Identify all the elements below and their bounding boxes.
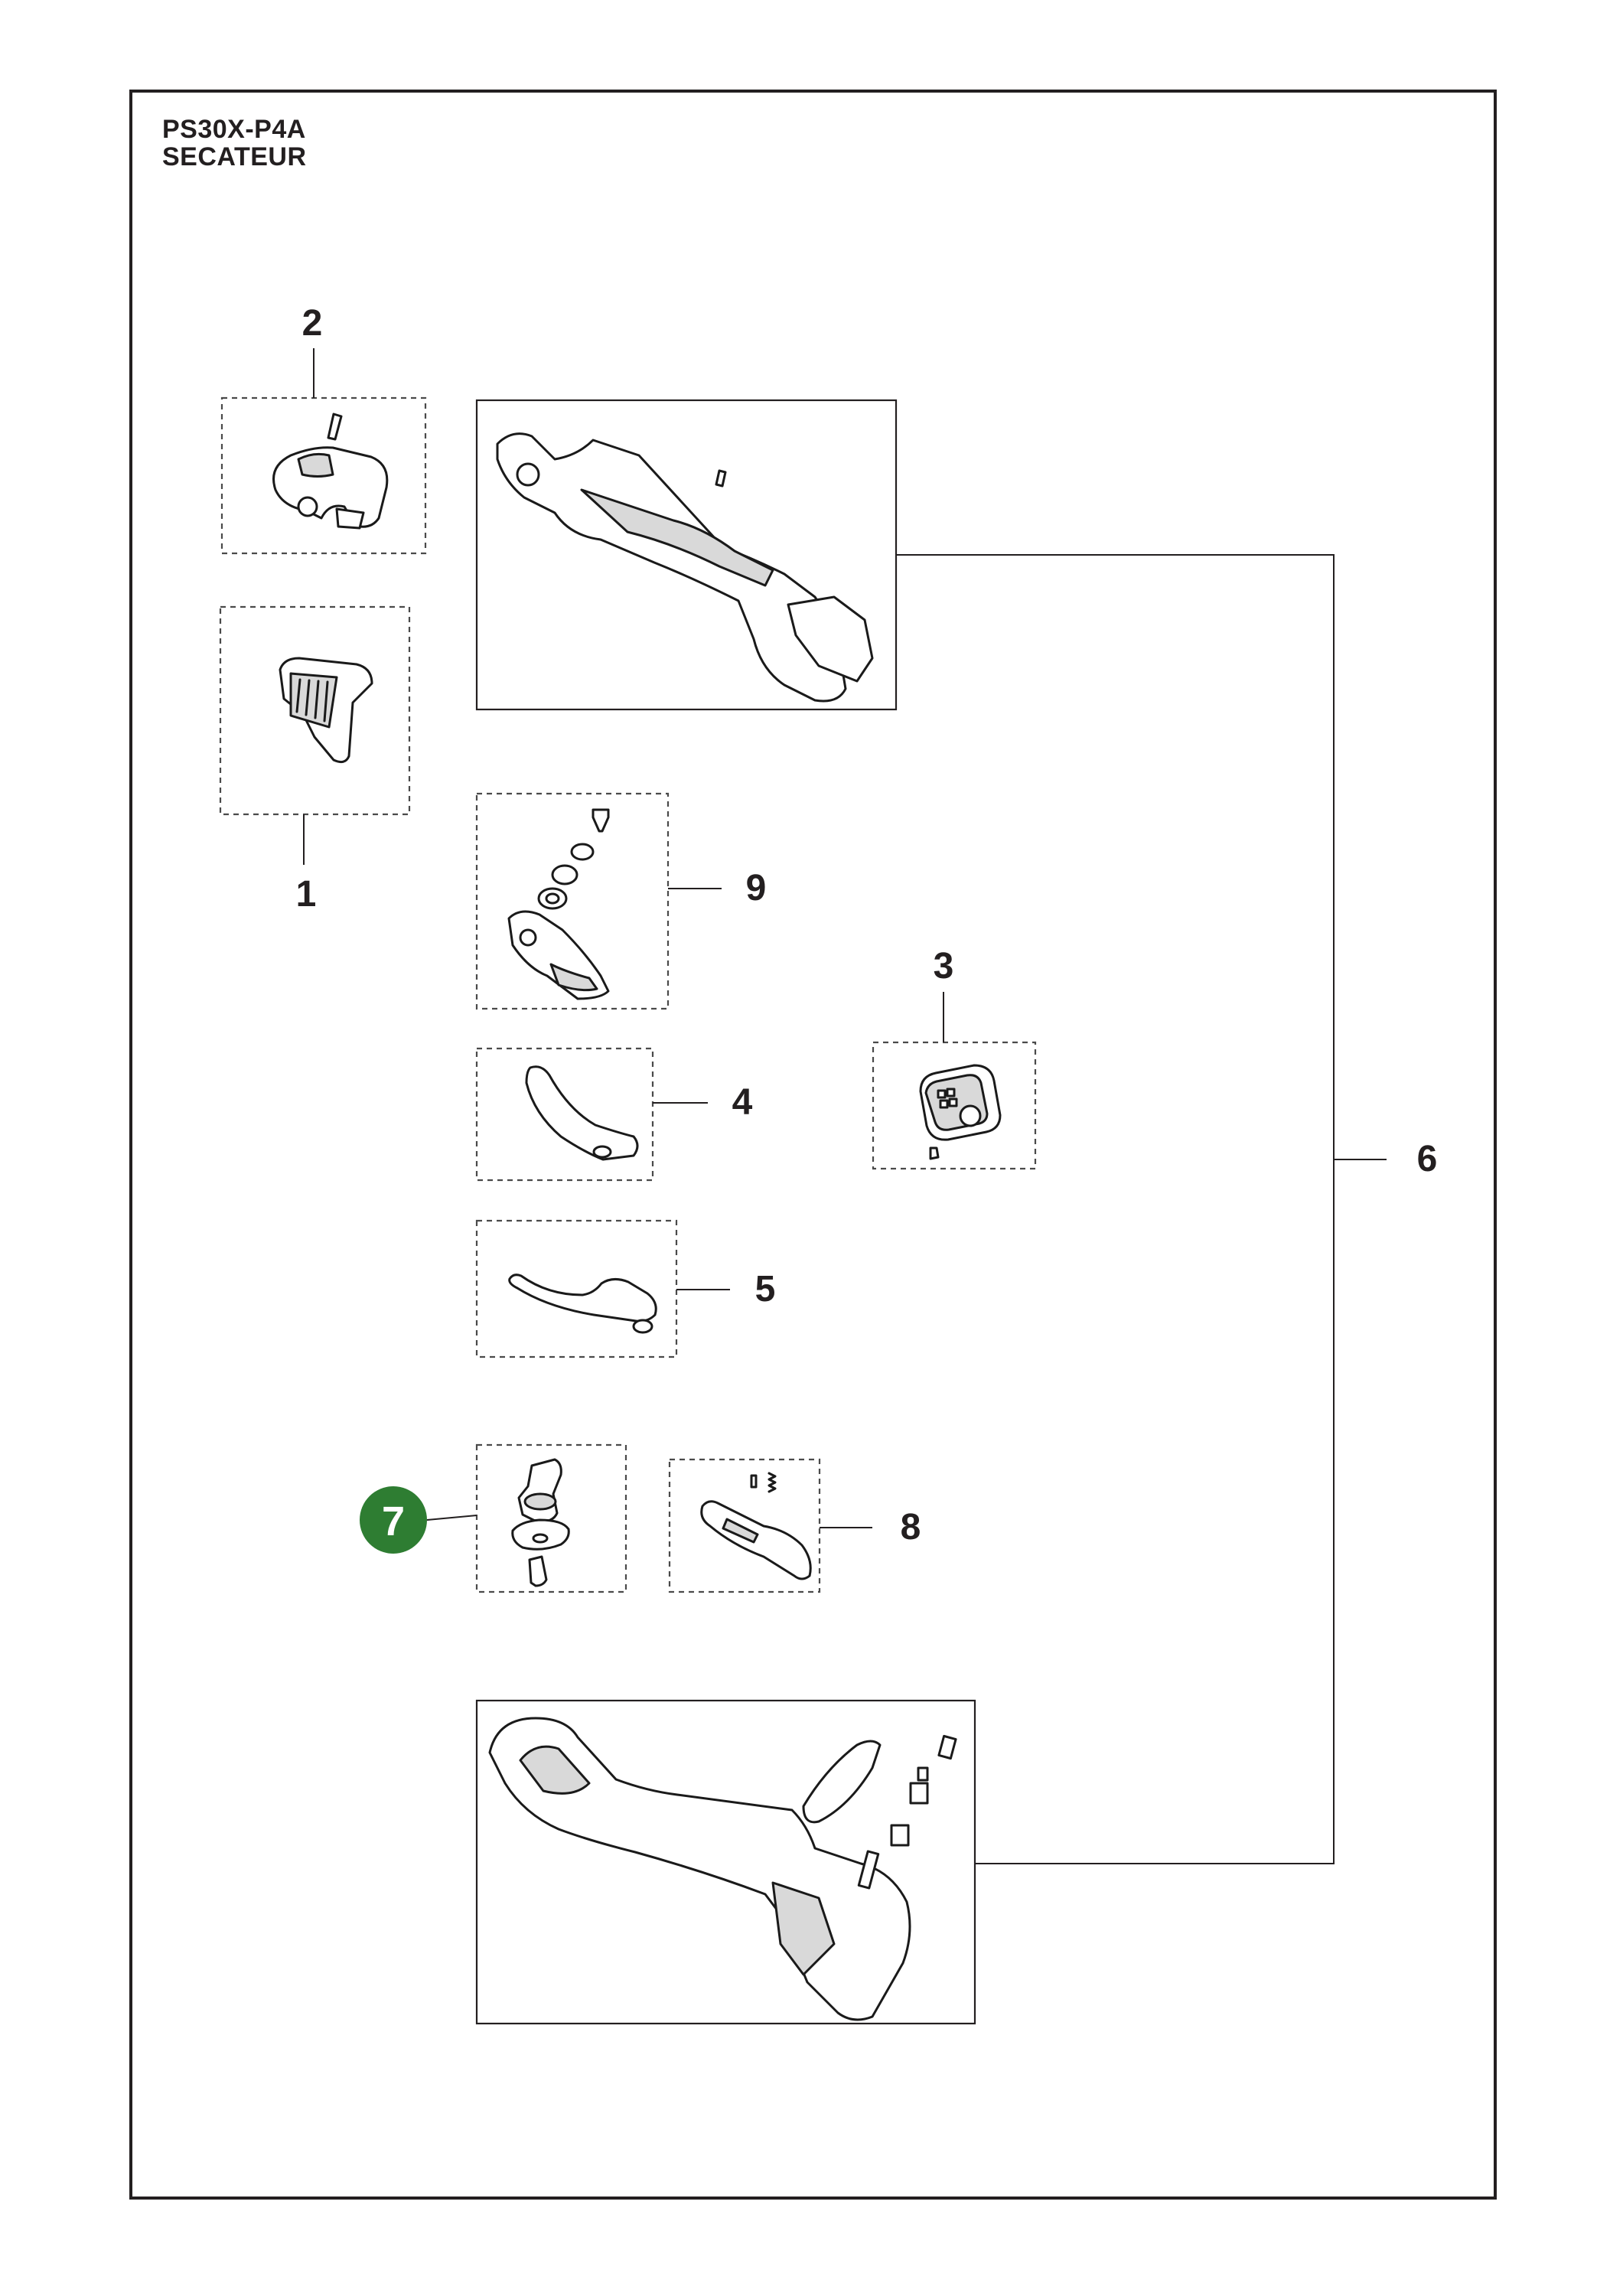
part-9-box bbox=[475, 792, 670, 1010]
clamp-icon bbox=[272, 413, 389, 530]
part-6-bracket bbox=[896, 554, 1335, 1864]
part-6-label: 6 bbox=[1417, 1139, 1438, 1179]
part-4-label: 4 bbox=[732, 1082, 753, 1123]
pivot-assembly-icon bbox=[507, 808, 610, 1000]
drive-shaft-icon bbox=[511, 1458, 570, 1587]
part-2-box bbox=[220, 396, 427, 555]
part-1-group[interactable]: 1 bbox=[219, 605, 411, 915]
part-6-group[interactable]: 6 bbox=[896, 554, 1438, 1864]
upper-blade-icon bbox=[508, 1274, 657, 1334]
part-9-label: 9 bbox=[746, 868, 767, 908]
part-7-box bbox=[475, 1443, 627, 1593]
part-7-highlight-badge bbox=[360, 1486, 427, 1554]
part-8-group[interactable]: 8 bbox=[668, 1458, 921, 1593]
control-panel-icon bbox=[919, 1064, 1002, 1160]
lower-housing-group[interactable] bbox=[475, 1699, 976, 2025]
page-frame bbox=[129, 90, 1497, 2200]
upper-housing-group[interactable] bbox=[475, 399, 898, 711]
part-1-box bbox=[219, 605, 411, 816]
part-7-leader bbox=[426, 1515, 477, 1521]
lower-housing-icon bbox=[488, 1717, 957, 2021]
part-2-group[interactable]: 2 bbox=[220, 303, 427, 555]
part-5-group[interactable]: 5 bbox=[475, 1219, 776, 1358]
part-5-box bbox=[475, 1219, 678, 1358]
model-title: PS30X-P4A bbox=[162, 115, 306, 144]
upper-housing-icon bbox=[496, 432, 874, 703]
part-2-label: 2 bbox=[302, 303, 323, 344]
part-4-box bbox=[475, 1047, 654, 1182]
part-8-label: 8 bbox=[901, 1507, 921, 1548]
lower-housing-box bbox=[475, 1699, 976, 2025]
lower-blade-icon bbox=[525, 1065, 639, 1161]
part-3-label: 3 bbox=[934, 946, 954, 987]
part-7-group[interactable]: 7 bbox=[360, 1443, 627, 1593]
part-9-group[interactable]: 9 bbox=[475, 792, 767, 1010]
part-3-group[interactable]: 3 bbox=[872, 946, 1037, 1170]
cover-icon bbox=[279, 657, 373, 764]
product-name: SECATEUR bbox=[162, 142, 307, 171]
part-5-label: 5 bbox=[755, 1269, 776, 1309]
part-3-box bbox=[872, 1041, 1037, 1170]
part-7-label: 7 bbox=[382, 1499, 405, 1544]
part-8-box bbox=[668, 1458, 821, 1593]
trigger-icon bbox=[700, 1472, 812, 1580]
part-4-group[interactable]: 4 bbox=[475, 1047, 753, 1182]
part-1-label: 1 bbox=[296, 874, 317, 915]
